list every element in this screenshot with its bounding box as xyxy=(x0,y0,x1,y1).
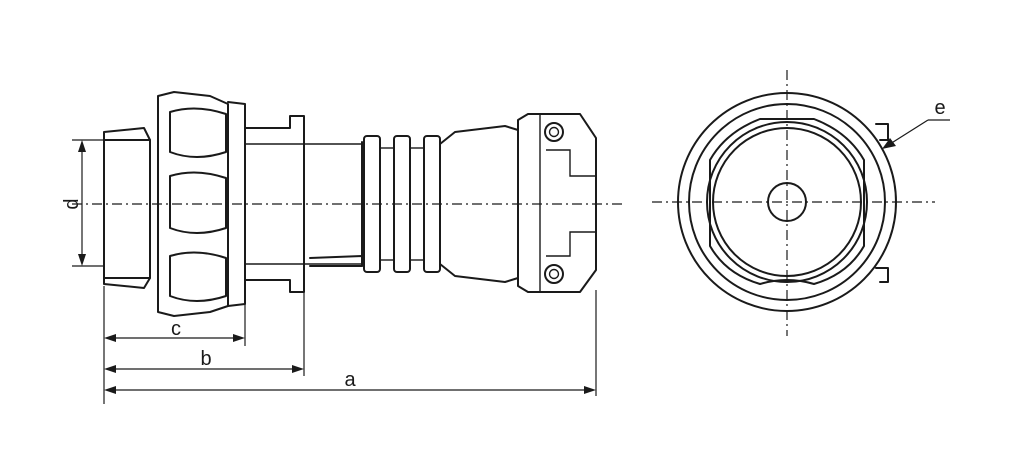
label-d: d xyxy=(61,198,83,209)
inner-ring-inner xyxy=(712,127,862,277)
outer-ring xyxy=(677,92,897,312)
center-contact xyxy=(767,182,807,222)
label-a: a xyxy=(344,369,356,391)
dimension-a xyxy=(104,386,596,394)
label-b: b xyxy=(200,348,211,370)
side-view: d c b a xyxy=(61,91,625,404)
inner-ring xyxy=(706,121,868,283)
dimension-b xyxy=(104,365,304,373)
dimension-c xyxy=(104,334,245,342)
leader-e xyxy=(882,119,950,149)
cable-gland xyxy=(309,125,519,283)
dimension-d xyxy=(72,139,104,267)
coupling-ring xyxy=(157,91,246,317)
side-lugs xyxy=(875,123,889,283)
body-flange xyxy=(244,115,362,293)
inner-keyed-contour xyxy=(709,118,865,285)
plug-nose xyxy=(103,127,151,289)
label-e: e xyxy=(934,97,945,119)
rear-clamp xyxy=(517,113,597,293)
front-view: e xyxy=(652,70,950,336)
label-c: c xyxy=(171,318,181,340)
outer-ring-inner xyxy=(688,103,886,301)
